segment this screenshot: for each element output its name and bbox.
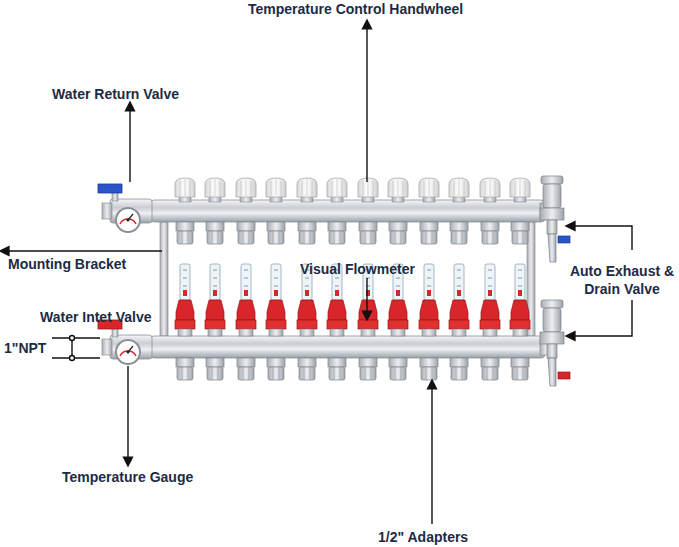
return-valve <box>98 184 152 232</box>
part-label: Temperature Gauge <box>62 468 193 486</box>
dimension-line <box>52 357 100 358</box>
bracket-line <box>570 226 632 250</box>
leader-lines <box>4 24 632 524</box>
inlet-valve <box>98 320 152 364</box>
bracket-line <box>570 300 632 336</box>
return-manifold-bar <box>150 200 545 222</box>
leader-line <box>4 250 162 251</box>
leader-line <box>431 384 432 524</box>
dimension-dot <box>70 356 75 361</box>
part-label: Temperature Control Handwheel <box>248 0 463 18</box>
part-label: Visual Flowmeter <box>300 260 415 278</box>
handwheel-row <box>175 178 530 202</box>
part-label: Water Intet Valve <box>40 308 152 326</box>
supply-manifold-bar <box>150 336 545 358</box>
part-label: Mounting Bracket <box>8 255 126 273</box>
adapter-row <box>176 222 529 244</box>
leader-line <box>127 366 128 462</box>
adapter-row <box>176 358 529 380</box>
part-label: 1/2" Adapters <box>378 528 468 546</box>
mounting-bracket <box>160 222 168 336</box>
leader-line <box>129 106 130 182</box>
dimension-dot <box>70 336 75 341</box>
dimension-line <box>52 337 100 338</box>
auto-exhaust-valve <box>540 300 570 386</box>
part-label: Water Return Valve <box>52 85 179 103</box>
part-label: 1"NPT <box>4 339 46 357</box>
part-label: Auto Exhaust & Drain Valve <box>566 262 678 298</box>
leader-line <box>366 24 367 182</box>
auto-exhaust-valve <box>540 176 570 262</box>
leader-line <box>366 278 367 316</box>
